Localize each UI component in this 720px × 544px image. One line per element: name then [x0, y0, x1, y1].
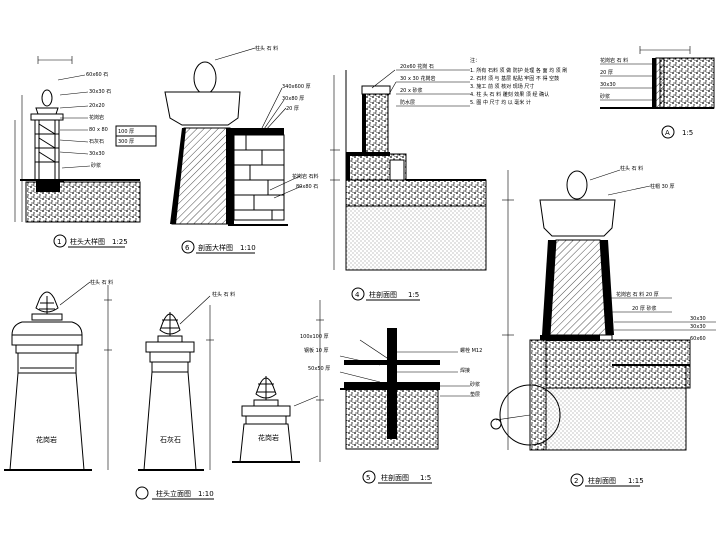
svg-text:5. 图 中 尺寸 均 以 毫米 计: 5. 图 中 尺寸 均 以 毫米 计 [470, 99, 531, 106]
svg-text:砂浆: 砂浆 [91, 162, 101, 169]
svg-text:柱头 石 料: 柱头 石 料 [212, 291, 235, 298]
svg-text:防水层: 防水层 [400, 99, 415, 106]
note-30: 30x80 厚 [282, 96, 304, 102]
svg-text:30 x 30 花岗岩: 30 x 30 花岗岩 [400, 75, 435, 82]
elevation-tall-column: 柱头 石 料 花岗岩 [4, 279, 113, 471]
svg-text:30x30: 30x30 [600, 82, 616, 88]
detail-2-marker [570, 473, 584, 487]
detail-5-title: 柱剖面图 [381, 473, 409, 482]
detail-6-section: 柱头 石 料 340x600 厚 30x80 厚 20 厚 花岗岩 石料 80x… [164, 45, 319, 254]
detail-A-marker [661, 125, 675, 139]
svg-text:注：: 注： [470, 57, 480, 64]
svg-text:石灰石: 石灰石 [89, 138, 104, 145]
svg-text:30x30: 30x30 [690, 324, 706, 330]
svg-text:60x60 石: 60x60 石 [86, 72, 108, 78]
detail-A-scale: 1:5 [682, 129, 693, 137]
column-a-tag: 花岗岩 [36, 435, 57, 444]
column-c-tag: 花岗岩 [258, 433, 279, 442]
detail-4-title: 柱剖面图 [369, 290, 397, 299]
svg-text:砂浆: 砂浆 [470, 381, 480, 388]
detail-5-number: 5 [366, 474, 370, 482]
svg-text:焊接: 焊接 [460, 367, 470, 374]
detail-5-section: 100x100 厚 钢板 10 厚 50x50 厚 螺栓 M12 焊接 砂浆 垫… [300, 328, 482, 484]
svg-text:20 厚: 20 厚 [600, 70, 613, 76]
svg-text:柱头 石 料: 柱头 石 料 [90, 279, 113, 286]
elevation-mid-column: 柱头 石 料 石灰石 [138, 291, 235, 471]
note-100: 100x100 厚 [300, 334, 329, 340]
detail-6-scale: 1:10 [240, 244, 256, 252]
svg-text:花岗岩 石 料: 花岗岩 石 料 [600, 57, 628, 64]
detail-A-section: 花岗岩 石 料 20 厚 30x30 砂浆 A 1:5 [600, 46, 715, 139]
svg-text:30x30: 30x30 [89, 151, 105, 157]
svg-text:螺栓 M12: 螺栓 M12 [460, 347, 482, 354]
detail-1-number: 1 [57, 238, 61, 246]
svg-text:20x20: 20x20 [89, 103, 105, 109]
note-50: 50x50 厚 [308, 366, 330, 372]
svg-text:2. 石材 须 与 基层 粘贴 牢固 不 得 空鼓: 2. 石材 须 与 基层 粘贴 牢固 不 得 空鼓 [470, 75, 559, 82]
detail-A-number: A [665, 129, 670, 137]
detail-2-title: 柱剖面图 [588, 476, 616, 485]
svg-text:80x80 石: 80x80 石 [296, 184, 318, 190]
detail-1-marker [53, 234, 67, 248]
svg-text:300 厚: 300 厚 [118, 139, 134, 145]
svg-text:4. 柱 头 石 料 雕刻 效果 须 经 确认: 4. 柱 头 石 料 雕刻 效果 须 经 确认 [470, 91, 549, 98]
detail-3-title: 柱头立面图 [156, 489, 191, 498]
svg-text:20 厚 砂浆: 20 厚 砂浆 [632, 305, 657, 312]
detail-2-number: 2 [574, 477, 578, 485]
svg-text:20 厚: 20 厚 [286, 106, 299, 112]
svg-text:柱帽 30 厚: 柱帽 30 厚 [650, 183, 675, 190]
svg-text:20 x 砂浆: 20 x 砂浆 [400, 87, 423, 94]
detail-5-scale: 1:5 [420, 474, 431, 482]
svg-text:80 x 80: 80 x 80 [89, 127, 108, 133]
svg-text:柱头 石 料: 柱头 石 料 [255, 45, 278, 52]
detail-4-number: 4 [355, 291, 360, 299]
svg-text:柱头 石 料: 柱头 石 料 [620, 165, 643, 172]
detail-3-scale: 1:10 [198, 490, 214, 498]
detail-6-number: 6 [185, 244, 190, 252]
svg-text:60x60: 60x60 [690, 336, 706, 342]
detail-1-scale: 1:25 [112, 238, 128, 246]
svg-text:垫层: 垫层 [470, 391, 480, 398]
detail-1-title: 柱头大样图 [70, 237, 105, 246]
detail-6-marker [181, 240, 195, 254]
svg-text:花岗岩 石 料 20 厚: 花岗岩 石 料 20 厚 [616, 291, 659, 298]
note-340: 340x600 厚 [282, 84, 311, 90]
svg-text:30x30: 30x30 [690, 316, 706, 322]
svg-text:30x30 石: 30x30 石 [89, 89, 111, 95]
detail-5-marker [362, 470, 376, 484]
svg-text:花岗岩: 花岗岩 [89, 114, 104, 121]
detail-4-scale: 1:5 [408, 291, 419, 299]
column-b-tag: 石灰石 [160, 435, 181, 444]
notes-block: 注： 1. 所有 石料 须 做 防护 处理 各 面 均 须 刷 2. 石材 须 … [470, 57, 567, 106]
detail-2-section: 柱头 石 料 柱帽 30 厚 花岗岩 石 料 20 厚 20 厚 砂浆 30x3… [490, 165, 716, 487]
svg-text:20x60 花岗 石: 20x60 花岗 石 [400, 63, 434, 70]
detail-1-column-elevation: 60x60 石 30x30 石 20x20 花岗岩 80 x 80 石灰石 30x30… [14, 56, 157, 248]
elevations-caption: 柱头立面图 1:10 [135, 486, 214, 500]
detail-2-scale: 1:15 [628, 477, 644, 485]
detail-4-marker [351, 287, 365, 301]
svg-text:钢板 10 厚: 钢板 10 厚 [304, 347, 329, 354]
svg-text:3. 施工 前 须 核对 现场 尺寸: 3. 施工 前 须 核对 现场 尺寸 [470, 83, 534, 90]
svg-text:100 厚: 100 厚 [118, 129, 134, 135]
svg-text:花岗岩 石料: 花岗岩 石料 [292, 173, 319, 180]
elevation-short-column: 花岗岩 [232, 300, 324, 463]
detail-6-title: 剖面大样图 [198, 243, 233, 252]
svg-text:砂浆: 砂浆 [600, 93, 610, 100]
svg-text:1. 所有 石料 须 做 防护 处理 各 面 均 须 刷: 1. 所有 石料 须 做 防护 处理 各 面 均 须 刷 [470, 67, 567, 74]
